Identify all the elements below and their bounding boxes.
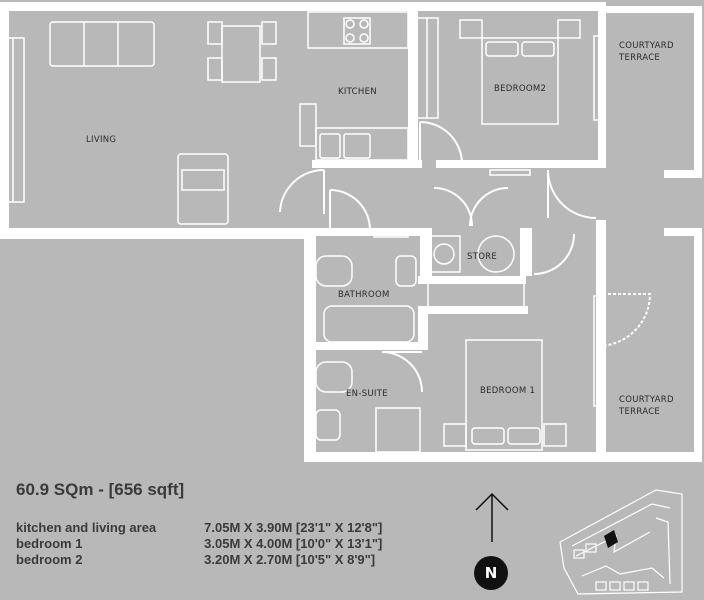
north-badge: N bbox=[474, 556, 508, 590]
dimension-name: bedroom 2 bbox=[16, 552, 83, 567]
label-courtyard-bottom-2: TERRACE bbox=[618, 407, 660, 417]
label-bathroom: BATHROOM bbox=[338, 290, 390, 300]
dimension-value: 3.05M X 4.00M [10'0" X 13'1"] bbox=[204, 536, 383, 551]
floor-plan: LIVING KITCHEN BEDROOM2 COURTYARD TERRAC… bbox=[0, 2, 702, 462]
dimension-value: 7.05M X 3.90M [23'1" X 12'8"] bbox=[204, 520, 383, 535]
label-courtyard-top-1: COURTYARD bbox=[619, 41, 674, 51]
label-courtyard-top-2: TERRACE bbox=[618, 53, 660, 63]
north-arrow-icon bbox=[475, 492, 509, 542]
label-store: STORE bbox=[467, 252, 497, 262]
dimension-name: kitchen and living area bbox=[16, 520, 157, 535]
dimensions-table: kitchen and living area 7.05M X 3.90M [2… bbox=[16, 520, 382, 568]
furniture bbox=[49, 11, 581, 453]
dimension-value: 3.20M X 2.70M [10'5" X 8'9"] bbox=[204, 552, 376, 567]
walls bbox=[0, 2, 702, 462]
label-en-suite: EN-SUITE bbox=[346, 389, 388, 399]
label-bedroom1: BEDROOM 1 bbox=[480, 386, 535, 396]
dimension-name: bedroom 1 bbox=[16, 536, 83, 551]
dimension-row: kitchen and living area 7.05M X 3.90M [2… bbox=[16, 520, 382, 536]
label-bedroom2: BEDROOM2 bbox=[494, 84, 546, 94]
dimension-row: bedroom 2 3.20M X 2.70M [10'5" X 8'9"] bbox=[16, 552, 382, 568]
total-area: 60.9 SQm - [656 sqft] bbox=[16, 480, 185, 499]
north-compass: N bbox=[472, 490, 512, 590]
site-key-plan-icon bbox=[559, 489, 683, 595]
label-living: LIVING bbox=[86, 135, 116, 145]
windows bbox=[1, 35, 605, 407]
dimension-row: bedroom 1 3.05M X 4.00M [10'0" X 13'1"] bbox=[16, 536, 382, 552]
room-labels: LIVING KITCHEN BEDROOM2 COURTYARD TERRAC… bbox=[86, 41, 674, 417]
label-kitchen: KITCHEN bbox=[338, 87, 377, 97]
doors bbox=[279, 121, 652, 393]
label-courtyard-bottom-1: COURTYARD bbox=[619, 395, 674, 405]
